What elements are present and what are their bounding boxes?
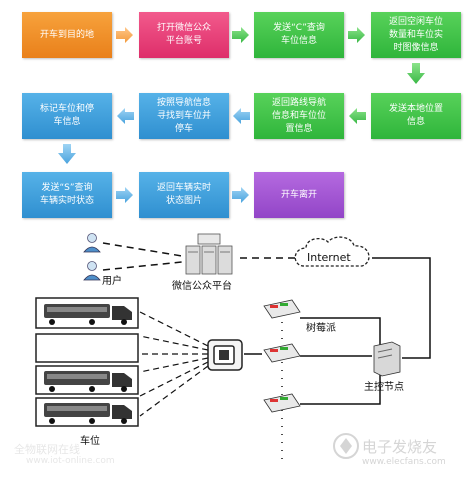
step-drive-away: 开车离开 (254, 172, 344, 218)
step-return-navigation: 返回路线导航 信息和车位位 置信息 (254, 93, 344, 139)
arrow-right-icon (232, 187, 249, 203)
arrow-right-icon (232, 27, 249, 43)
watermark-brand: 电子发烧友 (362, 438, 438, 456)
wechat-platform-label: 微信公众平台 (172, 281, 232, 292)
step-return-free-spaces: 返回空闲车位 数量和车位实 时图像信息 (371, 12, 461, 58)
step-find-space-and-park: 按照导航信息 寻找到车位并 停车 (139, 93, 229, 139)
parking-slot (35, 397, 139, 427)
step-open-wechat-account: 打开微信公众 平台账号 (139, 12, 229, 58)
arrow-left-icon (117, 108, 134, 124)
parking-slot (35, 297, 139, 329)
cloud-icon (294, 236, 370, 267)
master-node-label: 主控节点 (364, 382, 404, 393)
step-send-c-query: 发送“C”查询 车位信息 (254, 12, 344, 58)
user-icon (83, 233, 101, 253)
raspberry-pi-icon (263, 343, 301, 363)
arrow-right-icon (116, 27, 133, 43)
user-icon (83, 261, 101, 281)
flow-arrows (58, 27, 425, 203)
internet-label: Internet (307, 251, 351, 264)
watermark-right-url: www.elecfans.com (362, 457, 446, 467)
master-server-icon (373, 341, 401, 377)
step-send-location: 发送本地位置 信息 (371, 93, 461, 139)
step-drive-to-destination: 开车到目的地 (22, 12, 112, 58)
parking-label: 车位 (80, 436, 100, 447)
step-send-s-query: 发送“S”查询 车辆实时状态 (22, 172, 112, 218)
raspberry-pi-icon (263, 393, 301, 413)
raspberry-pi-icon (263, 299, 301, 319)
arrow-left-icon (233, 108, 250, 124)
step-return-status-image: 返回车辆实时 状态图片 (139, 172, 229, 218)
step-mark-space: 标记车位和停 车信息 (22, 93, 112, 139)
server-cluster-icon (185, 233, 233, 275)
user-label: 用户 (102, 276, 122, 287)
parking-slot (35, 333, 139, 363)
raspberry-pi-label: 树莓派 (306, 323, 336, 334)
watermark-left-title: 全物联网在线 (14, 443, 80, 456)
parking-slot (35, 365, 139, 395)
arrow-right-icon (348, 27, 365, 43)
arrow-down-icon (407, 63, 425, 84)
camera-icon (207, 339, 243, 371)
arrow-right-icon (116, 187, 133, 203)
elecfans-logo-icon (333, 433, 359, 459)
arrow-down-icon (58, 144, 76, 164)
arrow-left-icon (349, 108, 366, 124)
watermark-left-url: www.iot-online.com (26, 456, 115, 466)
